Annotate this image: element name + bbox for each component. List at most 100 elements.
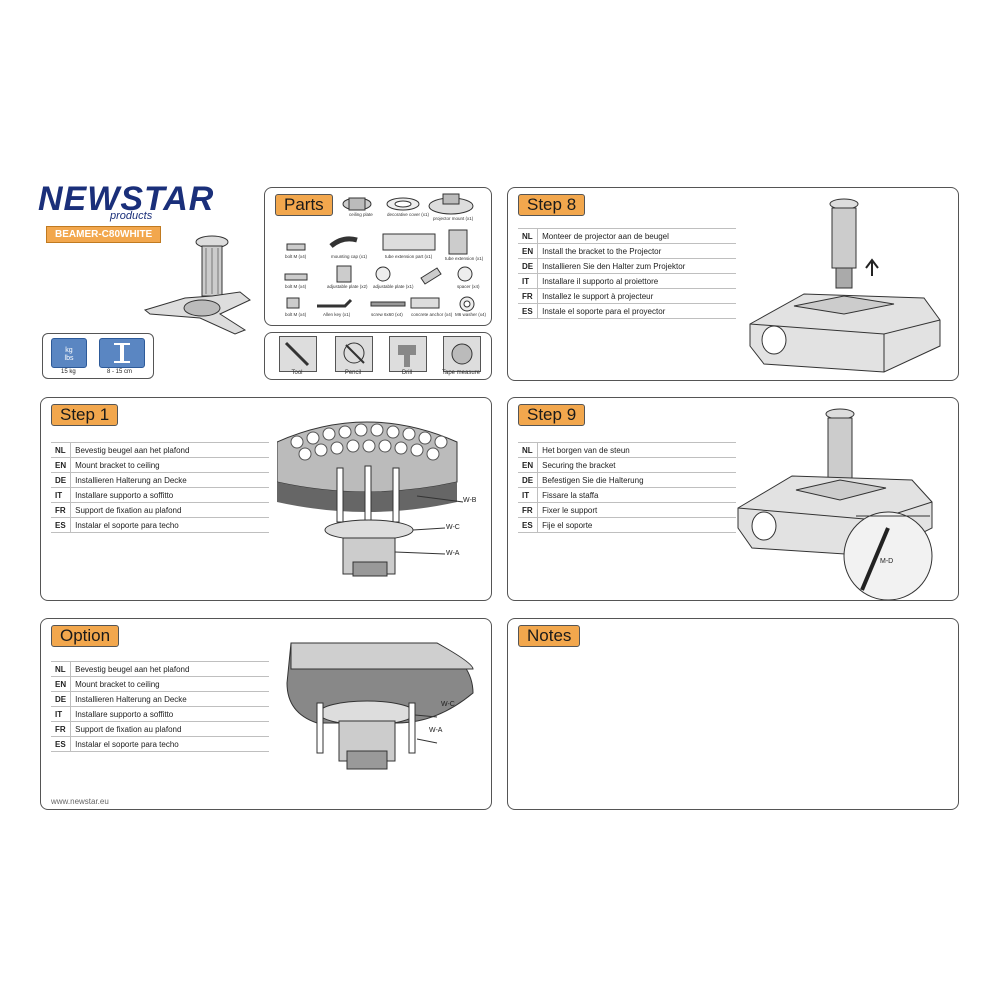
- weight-value: 15 kg: [61, 369, 76, 375]
- notes-title: Notes: [518, 625, 581, 647]
- option-title: Option: [51, 625, 120, 647]
- tape-measure-icon: [443, 336, 481, 372]
- instruction-text: Instalar el soporte para techo: [70, 517, 270, 533]
- instruction-text: Installieren Sie den Halter zum Projekto…: [537, 258, 737, 274]
- part-label: Allen key (x1): [323, 312, 351, 317]
- instruction-text: Installieren Halterung an Decke: [70, 472, 270, 488]
- instruction-text: Installieren Halterung an Decke: [70, 691, 270, 707]
- parts-panel: Parts ceiling plate decorative cover (x1…: [264, 187, 492, 326]
- language-code: DE: [51, 691, 72, 707]
- callout-m-d: M-D: [880, 558, 894, 565]
- length-icon: [99, 338, 145, 368]
- part-label: tube extension part (x1): [385, 254, 433, 259]
- part-label: adjustable plate (x2): [327, 284, 368, 289]
- instruction-text: Securing the bracket: [537, 457, 737, 473]
- step1-illustration: [277, 421, 464, 577]
- part-label: bolt M (x4): [285, 312, 307, 317]
- instruction-text: Instalar el soporte para techo: [70, 736, 270, 752]
- weight-unit-top: kg: [65, 347, 73, 354]
- language-code: ES: [51, 736, 72, 752]
- language-code: EN: [51, 457, 72, 473]
- language-code: NL: [518, 228, 539, 244]
- specs-box: kg lbs 15 kg 8 - 15 cm: [42, 333, 154, 379]
- instruction-text: Fissare la staffa: [537, 487, 737, 503]
- tool-label: Drill: [401, 370, 413, 376]
- step8-title: Step 8: [518, 194, 586, 216]
- language-code: FR: [51, 721, 72, 737]
- callout-w-c: W-C: [441, 701, 455, 708]
- language-code: DE: [518, 472, 539, 488]
- language-code: NL: [518, 442, 539, 458]
- language-code: ES: [518, 303, 539, 319]
- part-label: adjustable plate (x1): [373, 284, 414, 289]
- instruction-text: Mount bracket to ceiling: [70, 457, 270, 473]
- footer-url[interactable]: www.newstar.eu: [51, 797, 109, 806]
- instruction-text: Support de fixation au plafond: [70, 502, 270, 518]
- tool-label: Tool: [291, 370, 303, 376]
- parts-title: Parts: [275, 194, 333, 216]
- instruction-text: Het borgen van de steun: [537, 442, 737, 458]
- callout-w-a: W-A: [446, 550, 460, 557]
- tool-label: Tape measure: [441, 370, 481, 376]
- newstar-logo: NEWSTAR products: [38, 180, 215, 222]
- part-label: mounting cap (x1): [331, 254, 368, 259]
- callout-w-c: W-C: [446, 524, 460, 531]
- tool-label: Pencil: [344, 370, 362, 376]
- instruction-text: Monteer de projector aan de beugel: [537, 228, 737, 244]
- brand-name: NEWSTAR: [38, 180, 215, 218]
- step9-title: Step 9: [518, 404, 586, 426]
- language-code: EN: [51, 676, 72, 692]
- part-label: screw 6x60 (x4): [371, 312, 403, 317]
- screwdriver-icon: [279, 336, 317, 372]
- instruction-text: Fije el soporte: [537, 517, 737, 533]
- instruction-text: Fixer le support: [537, 502, 737, 518]
- instruction-text: Installare il supporto al proiettore: [537, 273, 737, 289]
- tools-panel: Tool Pencil Drill Tape measure: [264, 332, 492, 380]
- step8-illustration: [749, 198, 941, 373]
- instruction-text: Installez le support à projecteur: [537, 288, 737, 304]
- language-code: EN: [518, 243, 539, 259]
- instruction-text: Installare supporto a soffitto: [70, 706, 270, 722]
- mount-illustration: [143, 235, 251, 335]
- language-code: NL: [51, 661, 72, 677]
- weight-icon: kg lbs: [51, 338, 87, 368]
- language-code: DE: [518, 258, 539, 274]
- part-label: bolt M (x4): [285, 254, 307, 259]
- part-label: projector mount (x1): [433, 216, 474, 221]
- instruction-text: Befestigen Sie die Halterung: [537, 472, 737, 488]
- part-label: spacer (x4): [457, 284, 480, 289]
- parts-drawing: [284, 193, 475, 312]
- instruction-text: Bevestig beugel aan het plafond: [70, 442, 270, 458]
- language-code: IT: [51, 487, 72, 503]
- instruction-text: Install the bracket to the Projector: [537, 243, 737, 259]
- instruction-text: Instale el soporte para el proyector: [537, 303, 737, 319]
- step1-title: Step 1: [51, 404, 119, 426]
- part-label: ceiling plate: [349, 212, 373, 217]
- language-code: FR: [518, 288, 539, 304]
- language-code: NL: [51, 442, 72, 458]
- callout-w-a: W-A: [429, 727, 443, 734]
